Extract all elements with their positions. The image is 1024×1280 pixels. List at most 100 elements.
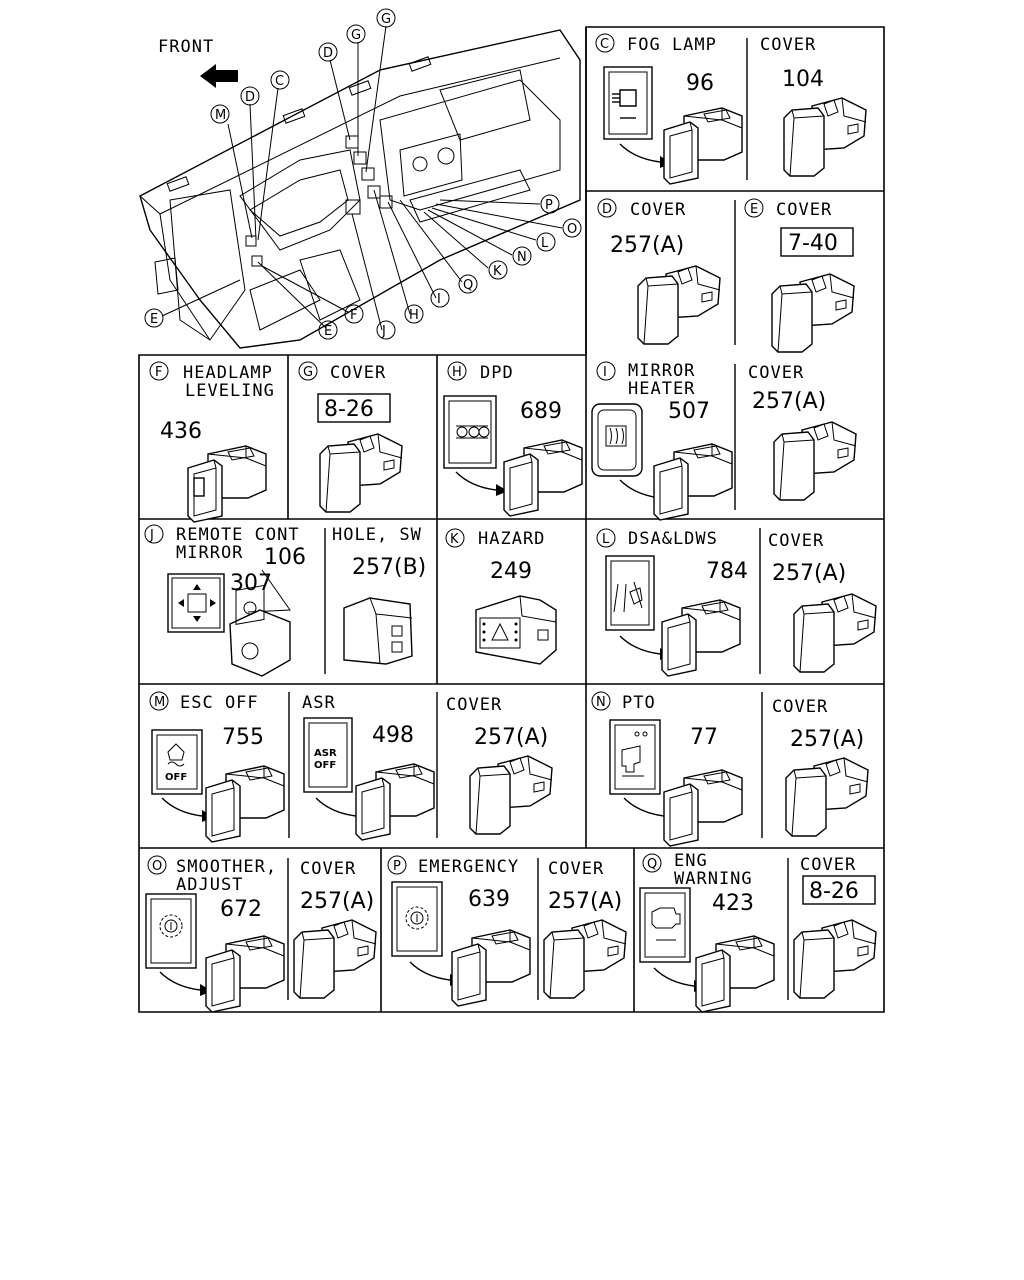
svg-text:423: 423: [712, 891, 754, 916]
front-label: FRONT: [158, 37, 214, 57]
overview-callouts: M D C D G G P O L N K Q I H J F E E: [144, 8, 582, 340]
panel-e-cover: E COVER 7-40: [744, 198, 855, 353]
svg-text:PTO: PTO: [622, 693, 656, 713]
svg-text:L: L: [541, 236, 549, 251]
panel-h-dpd: H DPD 689: [443, 361, 583, 517]
panel-n-pto: N PTO 77 COVER 257(A): [591, 691, 869, 847]
svg-text:I: I: [603, 365, 607, 380]
mirror-heater-icon: [605, 425, 627, 447]
panel-q-eng-warning: Q ENG WARNING 423 COVER 8-26: [639, 851, 877, 1013]
svg-text:MIRROR: MIRROR: [628, 361, 695, 381]
panel-j-remote-cont-mirror: J REMOTE CONT MIRROR 106 307 HOLE, SW 25…: [144, 524, 426, 677]
panel-o-smoother-adjust: O SMOOTHER, ADJUST 672 COVER 257(A): [145, 855, 377, 1013]
svg-text:DSA&LDWS: DSA&LDWS: [628, 529, 718, 549]
svg-text:COVER: COVER: [300, 859, 356, 879]
svg-text:307: 307: [230, 571, 272, 596]
svg-text:257(A): 257(A): [752, 389, 826, 414]
svg-text:J: J: [149, 528, 154, 543]
svg-text:COVER: COVER: [548, 859, 604, 879]
svg-text:OFF: OFF: [165, 772, 187, 783]
panel-l-dsa-ldws: L DSA&LDWS 784 COVER 257(A): [596, 528, 877, 677]
svg-text:M: M: [215, 108, 226, 123]
svg-text:G: G: [381, 12, 391, 27]
svg-text:96: 96: [686, 71, 714, 96]
leveling-dial-icon: [193, 477, 205, 497]
svg-text:SMOOTHER,: SMOOTHER,: [176, 857, 277, 877]
panel-i-mirror-heater: I MIRROR HEATER 507 COVER 257(A): [591, 361, 857, 521]
panel-p-emergency: P EMERGENCY 639 COVER 257(A): [387, 855, 627, 1007]
svg-text:ASR: ASR: [302, 693, 336, 713]
fog-lamp-icon: [612, 89, 637, 119]
svg-text:G: G: [351, 28, 361, 43]
svg-text:REMOTE CONT: REMOTE CONT: [176, 525, 300, 545]
svg-text:L: L: [602, 532, 610, 547]
svg-text:106: 106: [264, 545, 306, 570]
svg-text:8-26: 8-26: [324, 397, 374, 422]
panel-k-hazard: K HAZARD 249: [445, 528, 557, 665]
svg-text:COVER: COVER: [330, 363, 386, 383]
svg-text:I: I: [437, 292, 441, 307]
svg-text:HAZARD: HAZARD: [478, 529, 545, 549]
svg-text:K: K: [450, 532, 459, 547]
svg-text:257(A): 257(A): [548, 889, 622, 914]
mirror-joystick-icon: [178, 584, 216, 622]
svg-text:257(A): 257(A): [610, 233, 684, 258]
svg-text:COVER: COVER: [776, 200, 832, 220]
panel-m-esc-off: M ESC OFF OFF 755 ASR ASR OFF 498 COVER …: [149, 691, 553, 843]
svg-text:257(A): 257(A): [790, 727, 864, 752]
svg-text:HEADLAMP: HEADLAMP: [183, 363, 273, 383]
svg-text:7-40: 7-40: [788, 231, 838, 256]
svg-text:257(A): 257(A): [772, 561, 846, 586]
svg-text:104: 104: [782, 67, 824, 92]
svg-text:E: E: [750, 202, 758, 217]
svg-text:K: K: [493, 264, 502, 279]
emergency-gear-icon: [405, 906, 429, 930]
svg-text:498: 498: [372, 723, 414, 748]
svg-text:E: E: [324, 324, 332, 339]
svg-text:P: P: [393, 859, 401, 874]
svg-text:F: F: [155, 365, 162, 380]
engine-warning-icon: [651, 907, 681, 941]
svg-text:D: D: [602, 202, 612, 217]
dpd-filter-icon: [456, 425, 490, 439]
svg-text:755: 755: [222, 725, 264, 750]
svg-text:672: 672: [220, 897, 262, 922]
svg-text:MIRROR: MIRROR: [176, 543, 243, 563]
svg-text:639: 639: [468, 887, 510, 912]
svg-text:ASR: ASR: [314, 748, 337, 759]
svg-text:N: N: [517, 250, 527, 265]
svg-text:DPD: DPD: [480, 363, 514, 383]
svg-text:COVER: COVER: [768, 531, 824, 551]
svg-text:D: D: [245, 90, 255, 105]
front-arrow-icon: [200, 64, 238, 88]
hazard-triangle-icon: [491, 622, 509, 641]
pto-icon: [621, 731, 648, 777]
panel-g-cover: G COVER 8-26: [298, 361, 403, 513]
svg-text:507: 507: [668, 399, 710, 424]
svg-text:J: J: [381, 324, 386, 339]
svg-text:LEVELING: LEVELING: [185, 381, 275, 401]
svg-text:ADJUST: ADJUST: [176, 875, 243, 895]
panel-f-headlamp-leveling: F HEADLAMP LEVELING 436: [149, 361, 275, 523]
svg-text:H: H: [452, 365, 462, 380]
svg-text:COVER: COVER: [446, 695, 502, 715]
svg-text:E: E: [150, 312, 158, 327]
svg-text:O: O: [152, 859, 162, 874]
svg-text:Q: Q: [463, 278, 473, 293]
svg-text:H: H: [409, 308, 419, 323]
svg-text:249: 249: [490, 559, 532, 584]
svg-text:257(B): 257(B): [352, 555, 426, 580]
svg-text:N: N: [596, 695, 606, 710]
svg-text:784: 784: [706, 559, 748, 584]
svg-text:COVER: COVER: [772, 697, 828, 717]
svg-text:HEATER: HEATER: [628, 379, 695, 399]
svg-text:Q: Q: [647, 857, 657, 872]
svg-text:436: 436: [160, 419, 202, 444]
svg-text:COVER: COVER: [760, 35, 816, 55]
svg-text:257(A): 257(A): [474, 725, 548, 750]
svg-text:8-26: 8-26: [809, 879, 859, 904]
svg-text:F: F: [350, 308, 357, 323]
panel-c-fog-lamp: C FOG LAMP 96 COVER 104: [595, 33, 867, 185]
svg-text:WARNING: WARNING: [674, 869, 753, 889]
